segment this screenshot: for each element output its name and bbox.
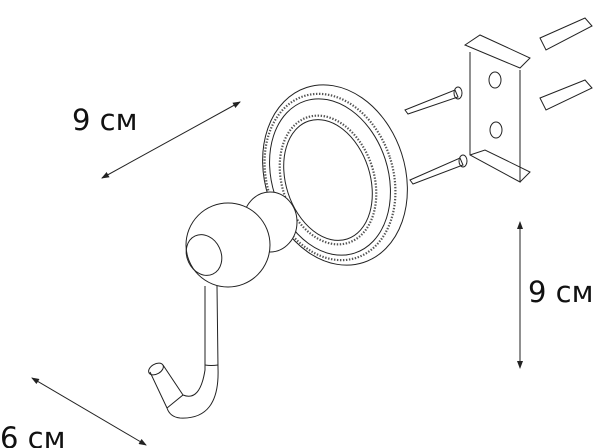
hook-arm <box>166 285 219 419</box>
width-label: 6 см <box>0 421 66 448</box>
depth-label: 9 см <box>72 103 138 137</box>
ball-hole <box>185 234 223 276</box>
width-arrow <box>31 377 147 446</box>
mounting-bracket <box>463 34 531 183</box>
height-label: 9 см <box>528 275 594 309</box>
ball-knob <box>185 202 271 288</box>
wall-anchor-top <box>539 17 593 51</box>
screw-top <box>404 86 463 115</box>
screw-bottom <box>409 154 468 185</box>
depth-arrow <box>101 101 241 179</box>
wall-anchor-bottom <box>539 79 593 111</box>
